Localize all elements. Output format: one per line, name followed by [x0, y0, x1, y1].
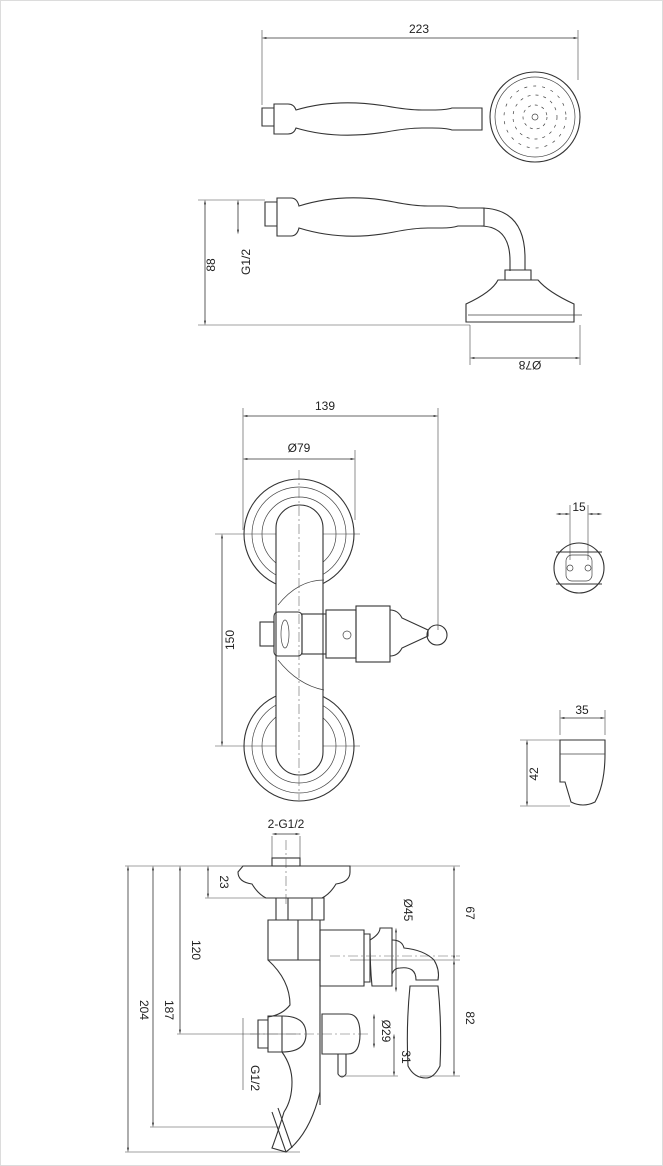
thread-label: G1/2 — [239, 249, 253, 275]
dim-rosette: Ø79 — [288, 441, 311, 455]
holder-top-view: 15 — [553, 500, 605, 594]
dim-height: 88 — [204, 258, 218, 272]
dim-center-distance: 150 — [223, 630, 237, 650]
mixer-front-view: 139 Ø79 150 — [215, 399, 448, 802]
dim-inlet-thread: 2-G1/2 — [268, 817, 305, 831]
dim-rosette-depth: 23 — [217, 875, 231, 889]
dim-diverter-diameter: Ø29 — [379, 1020, 393, 1043]
dim-head-diameter: Ø78 — [518, 358, 541, 372]
dim-width: 139 — [315, 399, 335, 413]
dim-holder-height: 42 — [527, 767, 541, 781]
dim-outlet-thread: G1/2 — [248, 1065, 262, 1091]
hand-shower-top-view: 223 — [261, 22, 581, 163]
hand-shower-side-view: 88 G1/2 Ø78 — [198, 197, 582, 372]
dim-diverter-offset: 31 — [399, 1050, 413, 1064]
dim-holder-width: 15 — [572, 500, 586, 514]
dim-total-height: 204 — [137, 1000, 151, 1020]
holder-side-view: 35 42 — [520, 703, 606, 807]
dim-length: 223 — [409, 22, 429, 36]
mixer-side-view: 2-G1/2 204 187 120 23 67 82 Ø45 Ø29 31 G… — [125, 817, 477, 1153]
spray-nozzles — [503, 85, 567, 149]
dim-spout-height: 187 — [162, 1000, 176, 1020]
dim-valve-diameter: Ø45 — [401, 899, 415, 922]
dim-holder-depth: 35 — [575, 703, 589, 717]
dim-handle-top: 67 — [463, 906, 477, 920]
dim-handle-length: 82 — [463, 1011, 477, 1025]
dim-outlet-height: 120 — [189, 940, 203, 960]
